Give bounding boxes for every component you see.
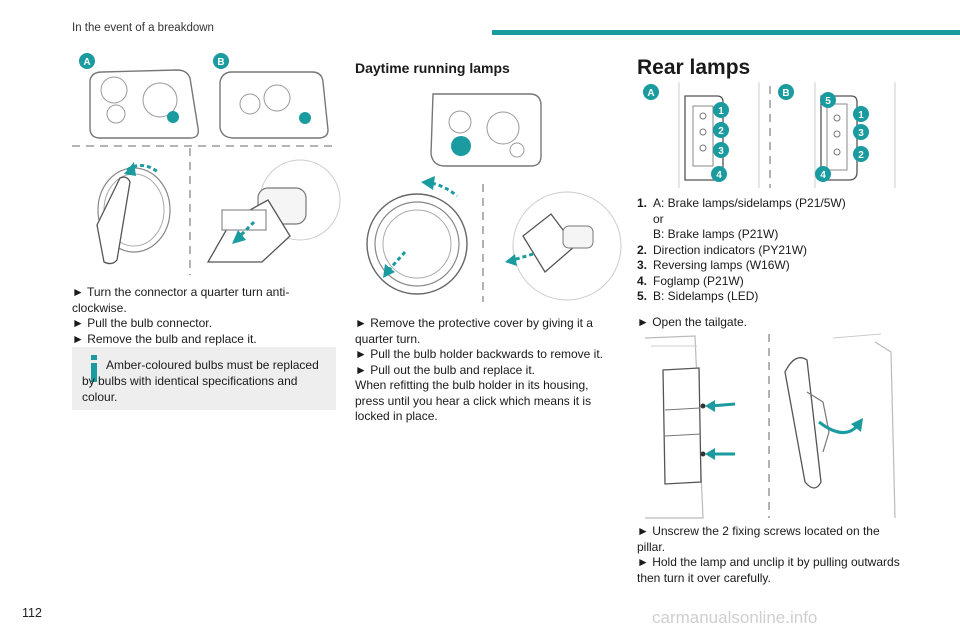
left-steps: ► Turn the connector a quarter turn anti… bbox=[72, 285, 342, 347]
section-title: In the event of a breakdown bbox=[72, 22, 214, 34]
rear-lamp-diagram: A 1 2 3 4 B 5 1 3 2 4 bbox=[643, 82, 896, 188]
badge-b-5: 5 bbox=[820, 92, 836, 108]
badge-a-2: 2 bbox=[713, 122, 729, 138]
svg-text:A: A bbox=[83, 57, 90, 68]
page-number: 112 bbox=[22, 606, 42, 620]
figure-label-a-rear: A bbox=[643, 84, 659, 100]
legend-item-2: 2. Direction indicators (PY21W) bbox=[637, 242, 808, 257]
svg-text:1: 1 bbox=[718, 106, 724, 117]
legend-item-1-b: B: Brake lamps (P21W) bbox=[653, 227, 779, 241]
daytime-lamp-illustration bbox=[366, 93, 622, 302]
svg-text:4: 4 bbox=[820, 170, 826, 181]
svg-text:1: 1 bbox=[858, 110, 864, 121]
tailgate-lamp-illustration bbox=[644, 333, 896, 519]
note-box bbox=[72, 347, 336, 410]
step-turn-connector: ► Turn the connector a quarter turn anti… bbox=[72, 285, 290, 315]
legend-item-5: 5. B: Sidelamps (LED) bbox=[637, 289, 759, 303]
refit-paragraph: When refitting the bulb holder in its ho… bbox=[355, 378, 592, 423]
figure-label-b: B bbox=[213, 53, 229, 69]
step-pull-connector: ► Pull the bulb connector. bbox=[72, 316, 212, 330]
badge-a-3: 3 bbox=[713, 142, 729, 158]
right-bottom-steps: ► Unscrew the 2 fixing screws located on… bbox=[637, 524, 907, 586]
badge-b-1: 1 bbox=[853, 106, 869, 122]
info-icon bbox=[88, 355, 100, 385]
legend-item-4: 4. Foglamp (P21W) bbox=[637, 273, 744, 288]
middle-steps: ► Remove the protective cover by giving … bbox=[355, 316, 615, 425]
legend-item-1: 1. A: Brake lamps/sidelamps (P21/5W) bbox=[637, 196, 846, 210]
figure-label-b-rear: B bbox=[778, 84, 794, 100]
badge-b-2: 2 bbox=[853, 146, 869, 162]
note-text: Amber-coloured bulbs must be replaced by… bbox=[82, 358, 319, 404]
header-accent-bar bbox=[492, 30, 960, 35]
svg-text:2: 2 bbox=[718, 126, 724, 137]
badge-b-3: 3 bbox=[853, 124, 869, 140]
svg-text:4: 4 bbox=[716, 170, 722, 181]
step-replace-bulb-drl: ► Pull out the bulb and replace it. bbox=[355, 362, 535, 377]
svg-text:3: 3 bbox=[858, 128, 864, 139]
legend-item-3: 3. Reversing lamps (W16W) bbox=[637, 258, 790, 272]
badge-b-4: 4 bbox=[815, 166, 831, 182]
svg-text:B: B bbox=[782, 88, 789, 99]
step-open-tailgate: ► Open the tailgate. bbox=[637, 315, 747, 329]
heading-rear-lamps: Rear lamps bbox=[637, 56, 751, 79]
badge-a-4: 4 bbox=[711, 166, 727, 182]
rear-lamp-legend: 1. A: Brake lamps/sidelamps (P21/5W) or … bbox=[637, 196, 907, 305]
step-pull-holder: ► Pull the bulb holder backwards to remo… bbox=[355, 347, 603, 361]
badge-a-1: 1 bbox=[713, 102, 729, 118]
figure-label-a: A bbox=[79, 53, 95, 69]
svg-text:A: A bbox=[647, 88, 654, 99]
svg-text:B: B bbox=[217, 57, 224, 68]
step-remove-cover: ► Remove the protective cover by giving … bbox=[355, 316, 593, 346]
svg-text:2: 2 bbox=[858, 150, 864, 161]
watermark: carmanualsonline.info bbox=[652, 608, 818, 627]
step-unclip-lamp: ► Hold the lamp and unclip it by pulling… bbox=[637, 555, 900, 585]
legend-item-1-or: or bbox=[653, 211, 664, 226]
heading-daytime-running-lamps: Daytime running lamps bbox=[355, 60, 510, 76]
step-unscrew: ► Unscrew the 2 fixing screws located on… bbox=[637, 524, 880, 554]
headlamp-connector-illustration: A B bbox=[72, 53, 341, 275]
step-replace-bulb: ► Remove the bulb and replace it. bbox=[72, 331, 257, 346]
svg-text:5: 5 bbox=[825, 96, 831, 107]
svg-text:3: 3 bbox=[718, 146, 724, 157]
